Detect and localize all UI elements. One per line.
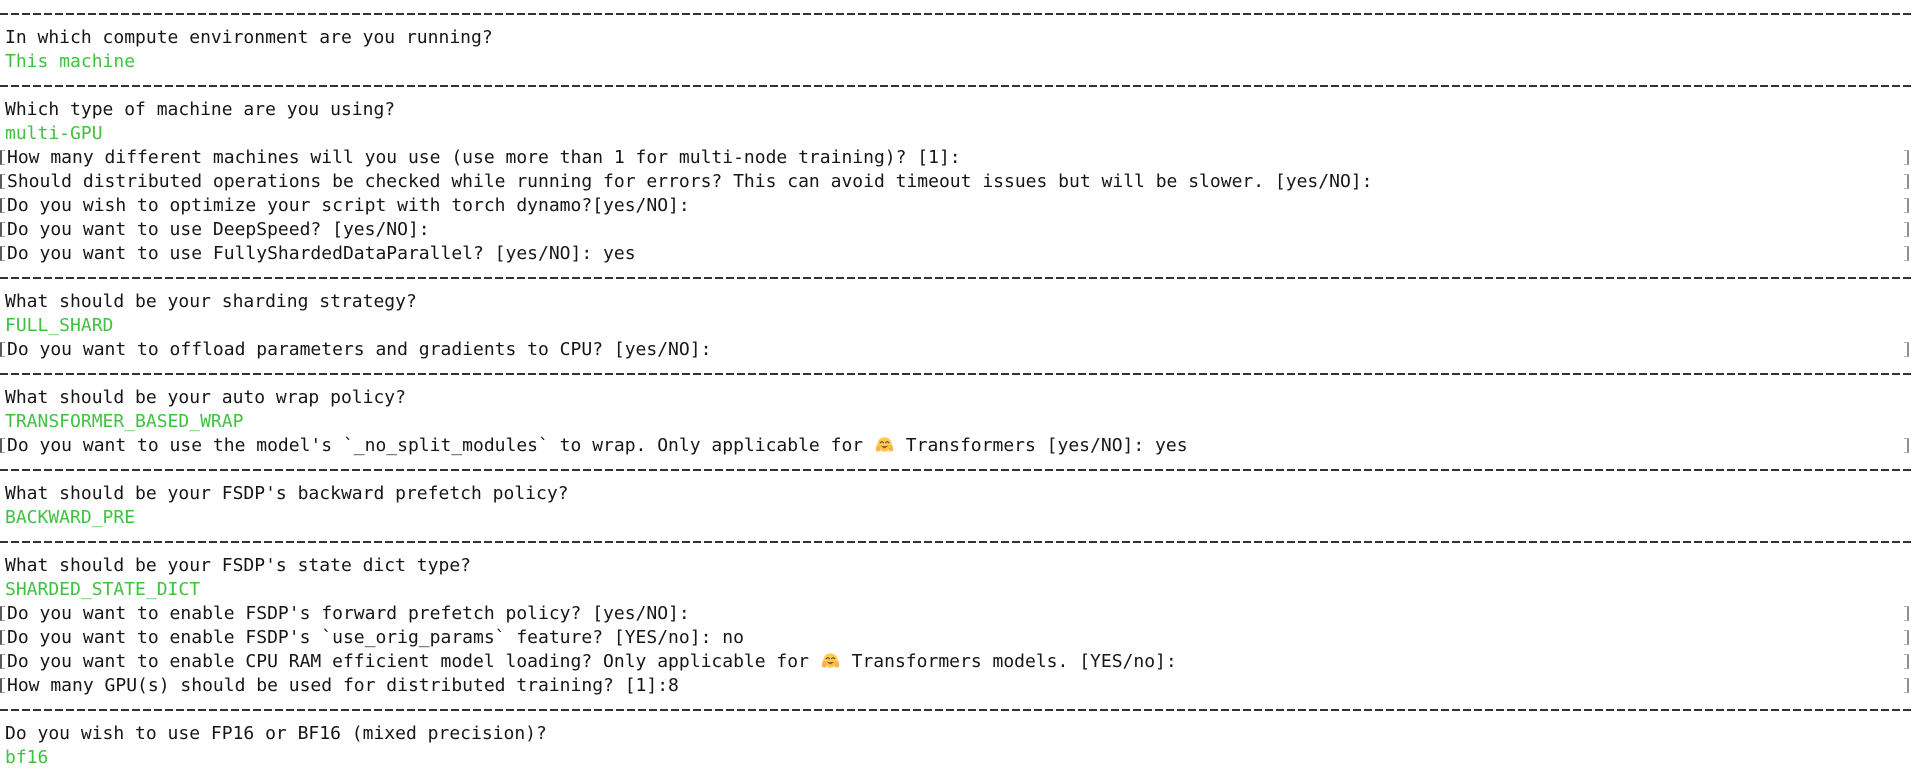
dashed-rule xyxy=(0,469,1913,471)
input-field-right-bracket xyxy=(1904,174,1909,189)
question-line: In which compute environment are you run… xyxy=(0,26,1913,50)
text-segment: Transformers models. [YES/no]: xyxy=(840,651,1177,672)
dashed-rule xyxy=(0,373,1913,375)
text-segment: Do you want to use the model's `_no_spli… xyxy=(7,435,874,456)
selected-answer-line-text: bf16 xyxy=(5,747,49,768)
selected-answer-line: multi-GPU xyxy=(0,122,1913,146)
question-line-text: Which type of machine are you using? xyxy=(5,99,396,120)
separator-line xyxy=(0,362,1913,386)
question-line: What should be your FSDP's state dict ty… xyxy=(0,554,1913,578)
selected-answer-line: FULL_SHARD xyxy=(0,314,1913,338)
dashed-rule xyxy=(0,85,1913,87)
input-prompt-line-text: Do you want to use FullyShardedDataParal… xyxy=(7,243,636,264)
separator-line xyxy=(0,698,1913,722)
selected-answer-line-text: SHARDED_STATE_DICT xyxy=(5,579,201,600)
input-prompt-line[interactable]: How many GPU(s) should be used for distr… xyxy=(0,674,1913,698)
input-prompt-line-text: Do you want to offload parameters and gr… xyxy=(7,339,712,360)
selected-answer-line: This machine xyxy=(0,50,1913,74)
question-line-text: What should be your auto wrap policy? xyxy=(5,387,406,408)
input-prompt-line[interactable]: Do you wish to optimize your script with… xyxy=(0,194,1913,218)
selected-answer-line-text: TRANSFORMER_BASED_WRAP xyxy=(5,411,244,432)
input-prompt-line[interactable]: How many different machines will you use… xyxy=(0,146,1913,170)
input-prompt-line[interactable]: Do you want to enable CPU RAM efficient … xyxy=(0,650,1913,674)
input-field-left-bracket xyxy=(0,654,5,669)
input-field-right-bracket xyxy=(1904,222,1909,237)
input-field-right-bracket xyxy=(1904,150,1909,165)
input-prompt-line[interactable]: Do you want to enable FSDP's `use_orig_p… xyxy=(0,626,1913,650)
dashed-rule xyxy=(0,541,1913,543)
text-segment: Do you want to enable CPU RAM efficient … xyxy=(7,651,820,672)
input-prompt-line[interactable]: Should distributed operations be checked… xyxy=(0,170,1913,194)
selected-answer-line: SHARDED_STATE_DICT xyxy=(0,578,1913,602)
selected-answer-line-text: This machine xyxy=(5,51,136,72)
question-line: What should be your FSDP's backward pref… xyxy=(0,482,1913,506)
input-prompt-line-text: Do you want to use the model's `_no_spli… xyxy=(0,434,1188,458)
input-field-right-bracket xyxy=(1904,606,1909,621)
question-line-text: Do you wish to use FP16 or BF16 (mixed p… xyxy=(5,723,547,744)
input-prompt-line-text: Do you want to enable CPU RAM efficient … xyxy=(0,650,1177,674)
input-field-left-bracket xyxy=(0,438,5,453)
dashed-rule xyxy=(0,13,1913,15)
input-prompt-line-text: Do you want to use DeepSpeed? [yes/NO]: xyxy=(7,219,430,240)
hugging-face-emoji-icon xyxy=(821,652,840,670)
selected-answer-line: bf16 xyxy=(0,746,1913,770)
input-prompt-line-text: How many different machines will you use… xyxy=(7,147,961,168)
selected-answer-line-text: multi-GPU xyxy=(5,123,103,144)
input-prompt-line[interactable]: Do you want to offload parameters and gr… xyxy=(0,338,1913,362)
input-field-left-bracket xyxy=(0,630,5,645)
separator-line xyxy=(0,74,1913,98)
input-prompt-line[interactable]: Do you want to use the model's `_no_spli… xyxy=(0,434,1913,458)
input-prompt-line-text: How many GPU(s) should be used for distr… xyxy=(7,675,679,696)
separator-line xyxy=(0,2,1913,26)
input-field-right-bracket xyxy=(1904,438,1909,453)
input-field-right-bracket xyxy=(1904,198,1909,213)
input-prompt-line[interactable]: Do you want to use DeepSpeed? [yes/NO]: xyxy=(0,218,1913,242)
separator-line xyxy=(0,266,1913,290)
hugging-face-emoji-icon xyxy=(875,436,894,454)
question-line: What should be your sharding strategy? xyxy=(0,290,1913,314)
input-field-left-bracket xyxy=(0,246,5,261)
question-line-text: What should be your sharding strategy? xyxy=(5,291,417,312)
input-field-left-bracket xyxy=(0,198,5,213)
input-field-left-bracket xyxy=(0,342,5,357)
input-field-right-bracket xyxy=(1904,678,1909,693)
input-field-left-bracket xyxy=(0,150,5,165)
question-line-text: In which compute environment are you run… xyxy=(5,27,493,48)
input-field-right-bracket xyxy=(1904,342,1909,357)
selected-answer-line: TRANSFORMER_BASED_WRAP xyxy=(0,410,1913,434)
input-field-left-bracket xyxy=(0,606,5,621)
input-field-left-bracket xyxy=(0,222,5,237)
selected-answer-line-text: BACKWARD_PRE xyxy=(5,507,136,528)
question-line: Do you wish to use FP16 or BF16 (mixed p… xyxy=(0,722,1913,746)
separator-line xyxy=(0,530,1913,554)
input-prompt-line-text: Do you want to enable FSDP's forward pre… xyxy=(7,603,690,624)
input-field-right-bracket xyxy=(1904,630,1909,645)
input-field-left-bracket xyxy=(0,174,5,189)
input-prompt-line-text: Do you want to enable FSDP's `use_orig_p… xyxy=(7,627,744,648)
question-line: Which type of machine are you using? xyxy=(0,98,1913,122)
text-segment: Transformers [yes/NO]: yes xyxy=(894,435,1188,456)
separator-line xyxy=(0,458,1913,482)
input-field-right-bracket xyxy=(1904,246,1909,261)
input-field-left-bracket xyxy=(0,678,5,693)
dashed-rule xyxy=(0,709,1913,711)
question-line-text: What should be your FSDP's backward pref… xyxy=(5,483,569,504)
question-line-text: What should be your FSDP's state dict ty… xyxy=(5,555,471,576)
input-prompt-line-text: Do you wish to optimize your script with… xyxy=(7,195,690,216)
input-field-right-bracket xyxy=(1904,654,1909,669)
dashed-rule xyxy=(0,277,1913,279)
input-prompt-line[interactable]: Do you want to enable FSDP's forward pre… xyxy=(0,602,1913,626)
selected-answer-line-text: FULL_SHARD xyxy=(5,315,114,336)
input-prompt-line[interactable]: Do you want to use FullyShardedDataParal… xyxy=(0,242,1913,266)
input-prompt-line-text: Should distributed operations be checked… xyxy=(7,171,1373,192)
selected-answer-line: BACKWARD_PRE xyxy=(0,506,1913,530)
question-line: What should be your auto wrap policy? xyxy=(0,386,1913,410)
